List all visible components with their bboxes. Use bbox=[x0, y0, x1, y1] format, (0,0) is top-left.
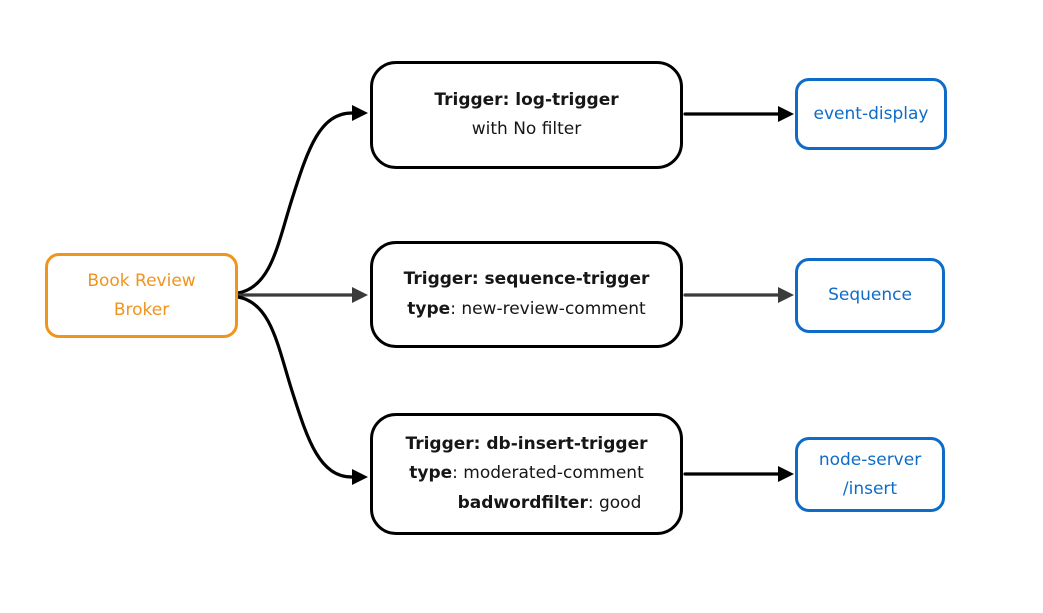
trigger-db-insert-title: Trigger: db-insert-trigger bbox=[405, 433, 648, 454]
trigger-log-title: Trigger: log-trigger bbox=[434, 89, 619, 110]
node-book-review-broker: Book Review Broker bbox=[45, 253, 238, 338]
node-sink-event-display: event-display bbox=[795, 78, 947, 150]
edge-broker-to-log-trigger bbox=[236, 105, 368, 295]
trigger-db-insert-attr1: type: moderated-comment bbox=[409, 463, 644, 484]
trigger-log-subtitle: with No filter bbox=[471, 119, 582, 139]
trigger-sequence-title: Trigger: sequence-trigger bbox=[403, 269, 650, 289]
node-trigger-log: Trigger: log-trigger with No filter bbox=[370, 61, 683, 169]
broker-label-line1: Book Review bbox=[87, 270, 196, 291]
edge-broker-to-db-insert-trigger bbox=[236, 295, 368, 485]
trigger-db-insert-attr2: badwordfilter: good bbox=[457, 492, 642, 513]
node-sink-node-server: node-server /insert bbox=[795, 437, 945, 512]
sink-sequence-label: Sequence bbox=[828, 285, 912, 305]
broker-label-line2: Broker bbox=[113, 299, 170, 320]
node-trigger-db-insert: Trigger: db-insert-trigger type: moderat… bbox=[370, 413, 683, 535]
sink-node-server-line2: /insert bbox=[842, 478, 898, 499]
sink-event-display-label: event-display bbox=[813, 103, 929, 124]
sink-node-server-line1: node-server bbox=[818, 449, 922, 470]
node-trigger-sequence: Trigger: sequence-trigger type: new-revi… bbox=[370, 241, 683, 348]
node-sink-sequence: Sequence bbox=[795, 258, 945, 333]
trigger-sequence-attr: type: new-review-comment bbox=[407, 298, 646, 319]
